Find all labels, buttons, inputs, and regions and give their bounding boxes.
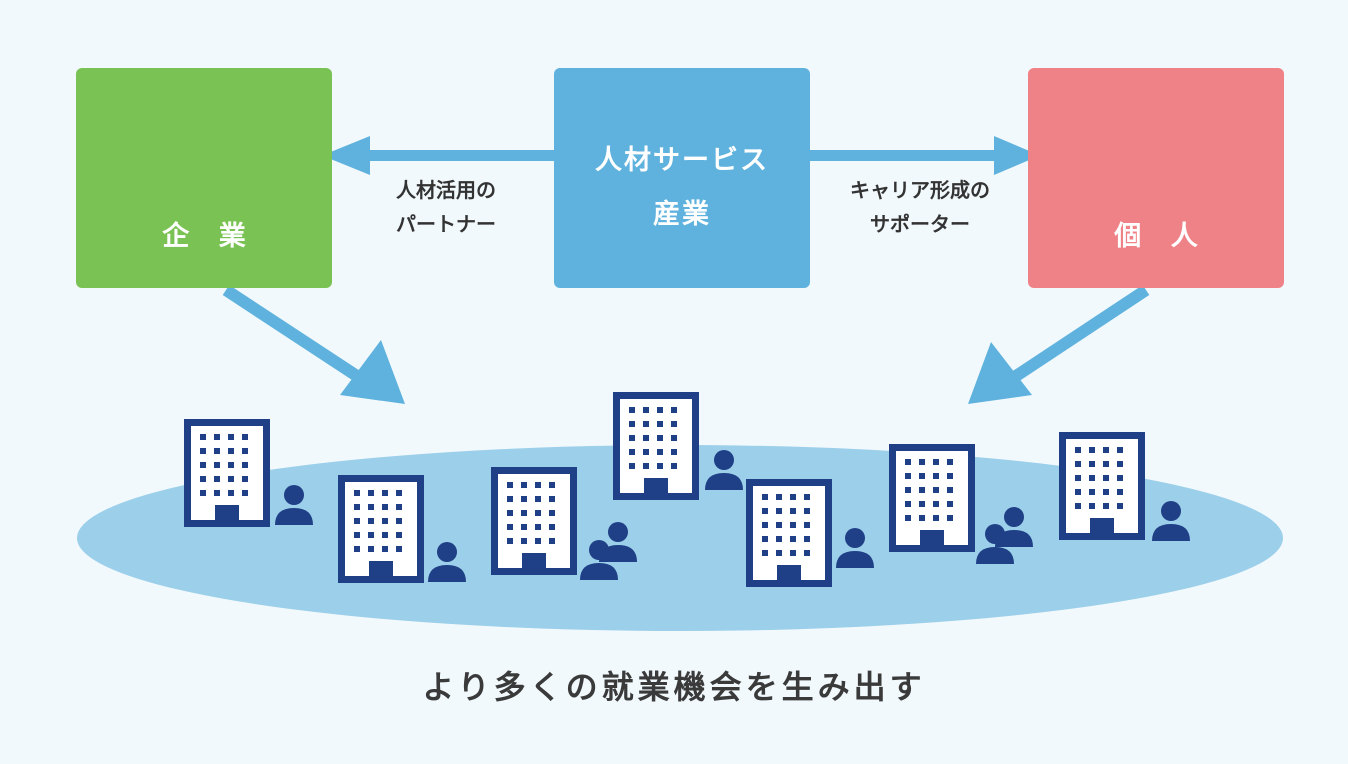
- individual-node: 個 人: [1028, 68, 1284, 288]
- individual-label: 個 人: [1114, 221, 1208, 252]
- tagline: より多くの就業機会を生み出す: [422, 668, 926, 706]
- company-label: 企 業: [162, 221, 256, 252]
- industry-label-line1: 人材サービス: [595, 145, 769, 176]
- individual-edge-label: キャリア形成の サポーター: [818, 173, 1022, 241]
- industry-label-line2: 産業: [653, 199, 711, 230]
- company-edge-label-line2: パートナー: [396, 212, 496, 236]
- individual-edge-label-line2: サポーター: [870, 212, 970, 236]
- arrow-company-to-market: [222, 284, 405, 404]
- arrow-to-company: [322, 136, 556, 175]
- industry-node: 人材サービス 産業: [554, 68, 810, 288]
- company-node: 企 業: [76, 68, 332, 288]
- arrow-individual-to-market: [968, 284, 1150, 404]
- individual-edge-label-line1: キャリア形成の: [850, 178, 990, 202]
- arrow-to-individual: [808, 136, 1040, 175]
- company-edge-label: 人材活用の パートナー: [356, 173, 536, 241]
- company-edge-label-line1: 人材活用の: [396, 178, 496, 202]
